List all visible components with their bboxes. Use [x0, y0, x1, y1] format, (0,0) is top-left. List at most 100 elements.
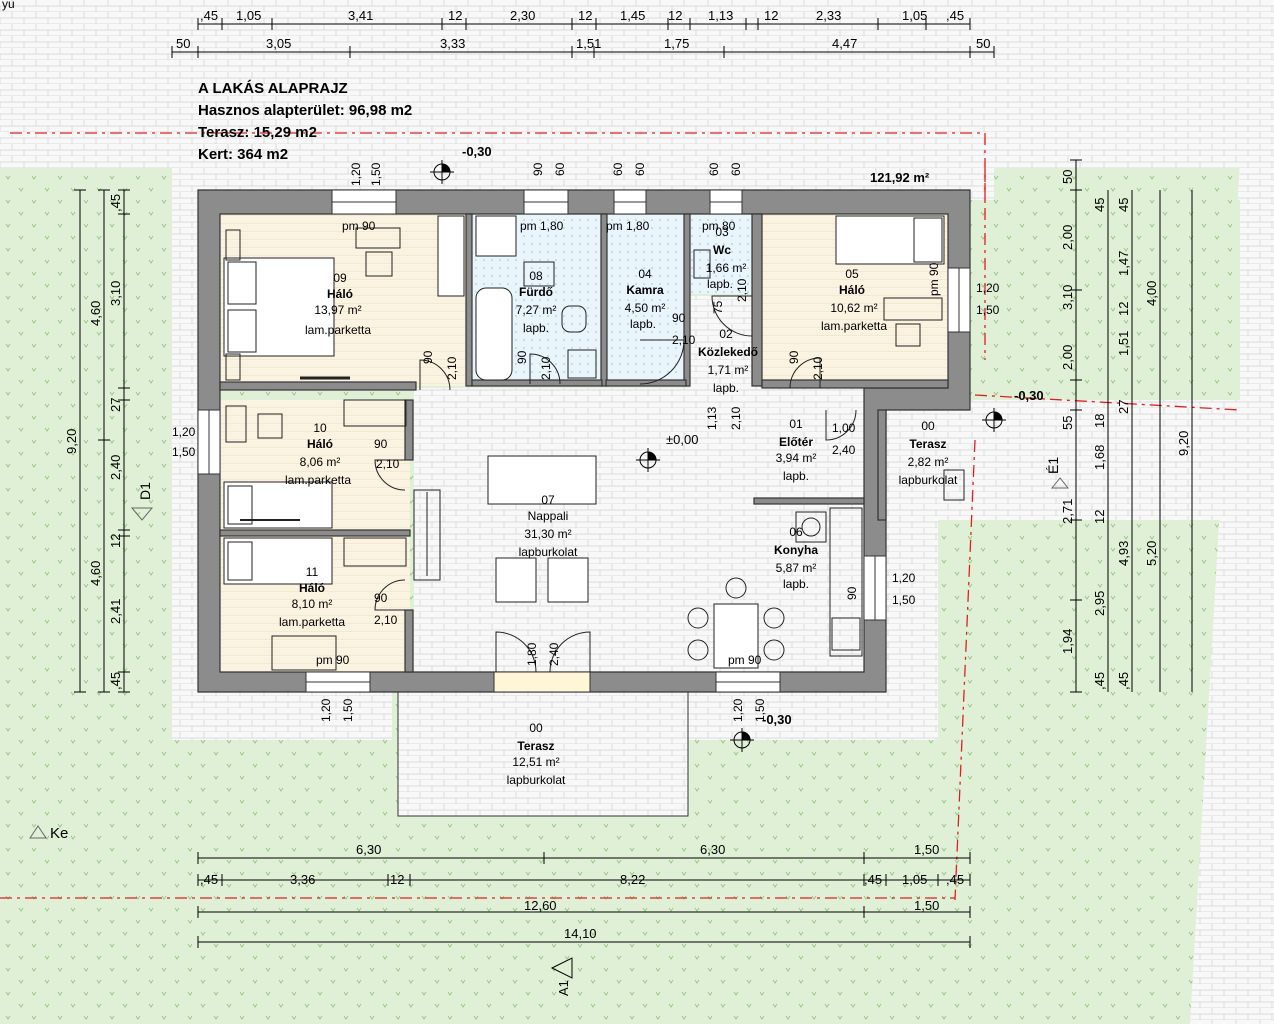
dim-text: 8,22 — [620, 872, 645, 887]
room-10-label: 10 Háló 8,06 m² lam.parketta — [285, 421, 351, 487]
dim-text: 5,20 — [1144, 541, 1159, 566]
dim-text: 4,60 — [88, 301, 103, 326]
door-label: 90 — [515, 350, 529, 364]
dim-text: 1,68 — [1092, 445, 1107, 470]
dim-text: 2,00 — [1060, 345, 1075, 370]
window-height: 90 — [531, 162, 545, 176]
window-height: 1,50 — [172, 445, 196, 459]
room-area: 7,27 m² — [516, 303, 557, 317]
street-paving — [0, 0, 1274, 168]
room-area: 1,71 m² — [708, 363, 749, 377]
window-label: pm 90 — [316, 653, 350, 667]
window-height: 60 — [707, 162, 721, 176]
level-ground: ±0,00 — [666, 432, 698, 447]
room-area: 3,94 m² — [776, 451, 817, 465]
window-height: 1,50 — [369, 162, 383, 186]
dim-text: 1,13 — [708, 8, 733, 23]
door-label: 2,10 — [445, 356, 459, 380]
dim-text: 1,05 — [236, 8, 261, 23]
dim-text: ,45 — [200, 8, 218, 23]
room-04-floor — [606, 214, 686, 384]
dim-text: 2,95 — [1092, 591, 1107, 616]
dim-text: 6,30 — [356, 842, 381, 857]
window-height: 1,20 — [976, 281, 1000, 295]
top-cut-label: yu — [2, 0, 15, 11]
dim-text: 45 — [1092, 198, 1107, 212]
dim-text: 3,10 — [108, 281, 123, 306]
dim-text: ,45 — [1092, 672, 1107, 690]
dim-text: 3,05 — [266, 36, 291, 51]
top-dimensions-row2: 50 3,05 3,33 1,51 1,75 4,47 50 — [176, 36, 990, 51]
dim-text: ,45 — [864, 872, 882, 887]
room-number: 09 — [333, 271, 347, 285]
terrace-area-text: Terasz: 15,29 m2 — [198, 124, 317, 141]
window-height: 1,20 — [731, 698, 745, 722]
right-dimensions: 50 2,00 3,10 2,00 55 1,68 2,71 2,95 1,94… — [1060, 170, 1191, 690]
dimension-lines — [74, 18, 1193, 948]
window-height: 1,50 — [341, 698, 355, 722]
dim-text: 2,41 — [108, 599, 123, 624]
room-area: 4,50 m² — [625, 301, 666, 315]
room-name: Fürdő — [519, 285, 553, 299]
dim-text: 12,60 — [524, 898, 557, 913]
room-number: 08 — [529, 269, 543, 283]
room-floor: lapburkolat — [899, 473, 958, 487]
dim-text: 1,51 — [576, 36, 601, 51]
room-floor: lam.parketta — [285, 473, 351, 487]
room-area: 1,66 m² — [706, 261, 747, 275]
dim-text: 1,45 — [620, 8, 645, 23]
room-name: Háló — [327, 287, 353, 301]
window-height: 1,50 — [892, 593, 916, 607]
room-11-label: 11 Háló 8,10 m² lam.parketta — [279, 565, 345, 629]
door-label: 90 — [421, 350, 435, 364]
rear-paving-right — [688, 692, 938, 740]
room-name: Kamra — [626, 283, 664, 297]
section-label-k: Ke — [50, 825, 68, 842]
dim-text: 1,51 — [1116, 331, 1131, 356]
room-number: 04 — [638, 267, 652, 281]
dim-text: 4,00 — [1144, 281, 1159, 306]
dim-text: 12 — [668, 8, 682, 23]
room-02-floor — [690, 296, 760, 388]
room-number: 11 — [306, 565, 319, 579]
dim-text: 1,50 — [914, 898, 939, 913]
window-label: pm 90 — [728, 653, 762, 667]
useful-area-text: Hasznos alapterület: 96,98 m2 — [198, 102, 413, 119]
dim-text: 12 — [578, 8, 592, 23]
dim-text: 55 — [1060, 416, 1075, 430]
side-walk-paving — [886, 520, 938, 692]
dim-text: 4,47 — [832, 36, 857, 51]
furniture — [223, 215, 965, 671]
left-paving — [172, 160, 198, 740]
room-08-label: 08 Fürdő 7,27 m² lapb. — [516, 269, 557, 335]
dim-text: 2,33 — [816, 8, 841, 23]
rear-paving-left — [172, 692, 392, 740]
dim-text: 3,41 — [348, 8, 373, 23]
level-markers — [29, 160, 1070, 979]
room-area: 5,87 m² — [776, 561, 817, 575]
door-label: 2,10 — [539, 356, 553, 380]
dim-text: ,45 — [1116, 672, 1131, 690]
room-09-label: 09 Háló 13,97 m² lam.parketta — [305, 271, 371, 337]
plot-area-label: 121,92 m² — [870, 170, 930, 185]
dim-text: ,45 — [108, 672, 123, 690]
wall-interior — [404, 399, 414, 461]
window-label: pm 90 — [342, 219, 376, 233]
dim-text: 3,36 — [290, 872, 315, 887]
wall-interior — [753, 497, 865, 505]
room-number: 10 — [313, 421, 327, 435]
dim-text: 1,50 — [914, 842, 939, 857]
door-swings — [374, 295, 857, 673]
window-label: pm 90 — [927, 262, 941, 296]
bottom-dimensions: 6,30 6,30 1,50 ,45 3,36 12 8,22 ,45 1,05… — [200, 842, 964, 941]
wall-interior — [605, 379, 687, 387]
window-height: 1,50 — [753, 698, 767, 722]
room-number: 07 — [541, 493, 555, 507]
wall-interior — [751, 213, 763, 387]
door-label: 90 — [672, 311, 686, 325]
windows — [197, 189, 971, 693]
room-00-side-terrace-label: 00 Terasz 2,82 m² lapburkolat — [899, 419, 958, 487]
dim-text: 18 — [1092, 414, 1107, 428]
